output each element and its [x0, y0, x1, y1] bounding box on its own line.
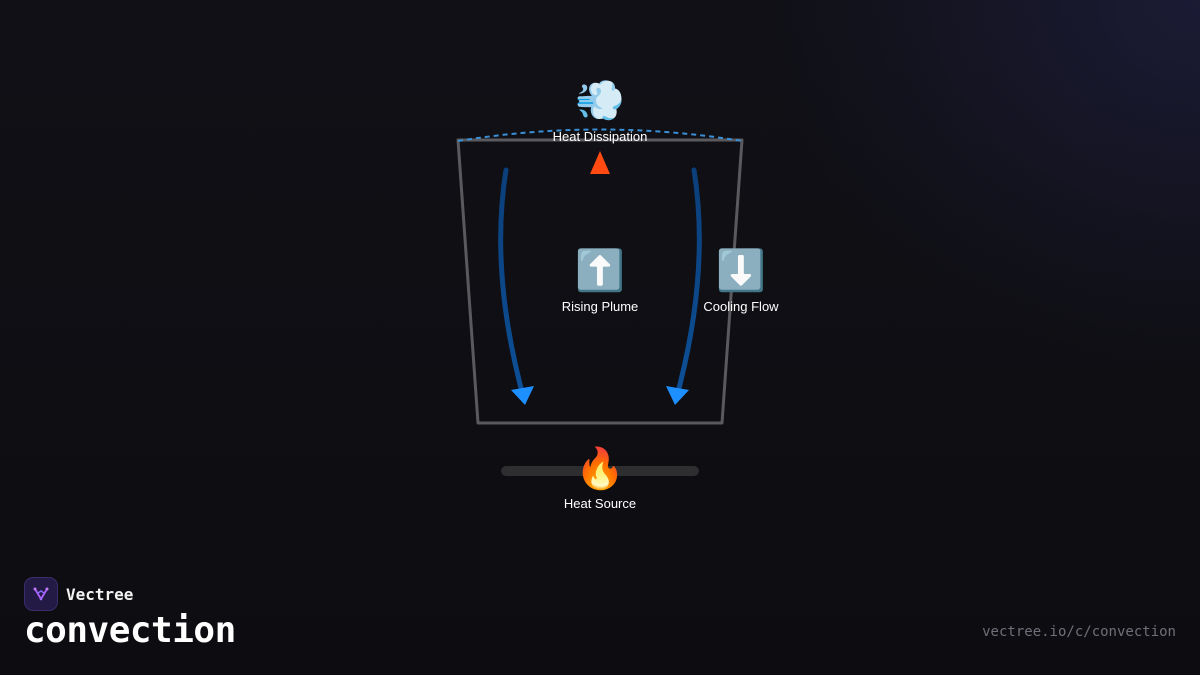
right-cooling-flow: [675, 167, 702, 395]
container-vessel: [456, 138, 744, 425]
heat-source-label: Heat Source: [564, 496, 636, 511]
heat-source-bar: [501, 466, 699, 476]
fire-icon: 🔥: [575, 445, 625, 492]
left-cooling-flow: [498, 167, 525, 395]
brand-name: Vectree: [66, 584, 134, 604]
page-url[interactable]: vectree.io/c/convection: [982, 624, 1176, 640]
down-arrow-icon: ⬇️: [716, 247, 766, 294]
left-cooling-arrowhead: [511, 386, 534, 405]
up-arrow-icon: ⬆️: [575, 247, 625, 294]
page-title: convection: [24, 610, 236, 651]
cooling-flow-label: Cooling Flow: [703, 299, 779, 314]
dissipation-arc: [457, 128, 743, 142]
right-cooling-arrowhead: [666, 386, 689, 405]
vectree-logo-icon: [24, 577, 58, 611]
rising-plume-arrowhead: [590, 151, 610, 174]
heat-dissipation-label: Heat Dissipation: [553, 129, 648, 144]
rising-plume-label: Rising Plume: [562, 299, 639, 314]
wind-icon: 💨: [575, 78, 625, 124]
brand: Vectree: [24, 577, 133, 611]
